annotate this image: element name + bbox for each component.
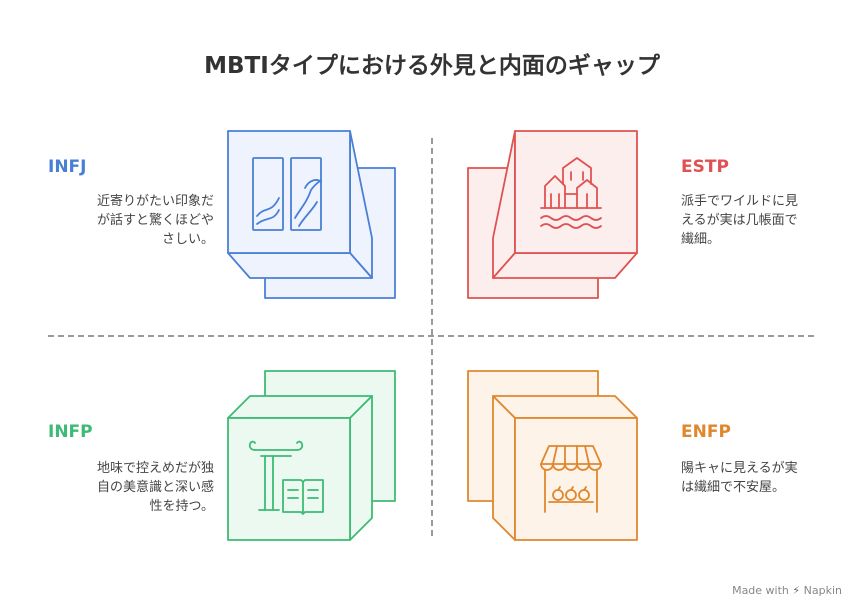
estp-desc-line: 派手でワイルドに見 <box>681 194 799 209</box>
infj-desc-line: 近寄りがたい印象だ <box>96 194 214 209</box>
enfp-label: ENFP <box>681 422 731 442</box>
infp-desc-line: 自の美意識と深い感 <box>96 480 214 495</box>
estp-label: ESTP <box>681 157 729 177</box>
infj-description: 近寄りがたい印象だ が話すと驚くほどや さしい。 <box>97 192 214 249</box>
infp-label: INFP <box>48 422 93 442</box>
infp-cube <box>227 370 396 541</box>
infj-desc-line: が話すと驚くほどや <box>96 213 214 228</box>
window-landscape-icon <box>252 157 322 231</box>
infp-desc-line: 性を持つ。 <box>149 499 214 514</box>
footer-made-with: Made with <box>732 584 789 597</box>
enfp-desc-line: は繊細で不安屋。 <box>681 480 786 495</box>
enfp-desc-line: 陽キャに見えるが実 <box>681 461 798 476</box>
enfp-description: 陽キャに見えるが実 は繊細で不安屋。 <box>681 459 798 497</box>
page-title: MBTIタイプにおける外見と内面のギャップ <box>204 53 660 79</box>
pillar-book-icon <box>248 440 324 515</box>
enfp-cube <box>467 370 638 541</box>
infp-description: 地味で控えめだが独 自の美意識と深い感 性を持つ。 <box>97 459 214 516</box>
city-waves-icon <box>540 157 602 229</box>
estp-description: 派手でワイルドに見 えるが実は几帳面で 繊細。 <box>681 192 798 249</box>
footer-brand: Napkin <box>803 584 842 597</box>
estp-desc-line: 繊細。 <box>681 232 721 247</box>
napkin-logo-icon: ⚡ <box>792 584 801 597</box>
market-stall-icon <box>540 445 602 513</box>
estp-cube <box>467 130 638 299</box>
footer-credit: Made with ⚡ Napkin <box>732 584 842 597</box>
vertical-divider <box>431 138 433 536</box>
horizontal-divider <box>48 335 814 337</box>
infp-desc-line: 地味で控えめだが独 <box>96 461 214 476</box>
estp-desc-line: えるが実は几帳面で <box>681 213 798 228</box>
infj-desc-line: さしい。 <box>161 232 214 247</box>
infj-label: INFJ <box>48 157 87 177</box>
infj-cube <box>227 130 396 299</box>
